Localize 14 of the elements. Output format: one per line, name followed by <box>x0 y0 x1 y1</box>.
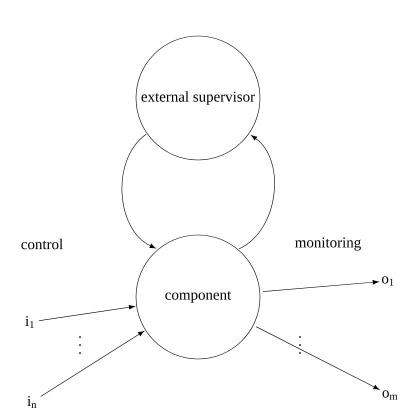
input-output-label: o$_{m}$ <box>382 390 398 400</box>
edge-label: monitoring <box>294 236 362 252</box>
arrow <box>256 326 380 390</box>
arrow <box>238 135 275 250</box>
edge-label: control <box>20 238 64 250</box>
arrow <box>262 280 379 292</box>
arrow <box>40 330 144 397</box>
input-output-label: i$_{1}$ <box>25 316 34 328</box>
arrow <box>38 304 135 321</box>
circle-node: external supervisor <box>136 36 260 160</box>
circle-node: component <box>136 234 260 360</box>
input-output-label: i$_{n}$ <box>27 396 36 408</box>
arrow <box>122 134 156 248</box>
input-output-label: o$_{1}$ <box>382 276 394 286</box>
